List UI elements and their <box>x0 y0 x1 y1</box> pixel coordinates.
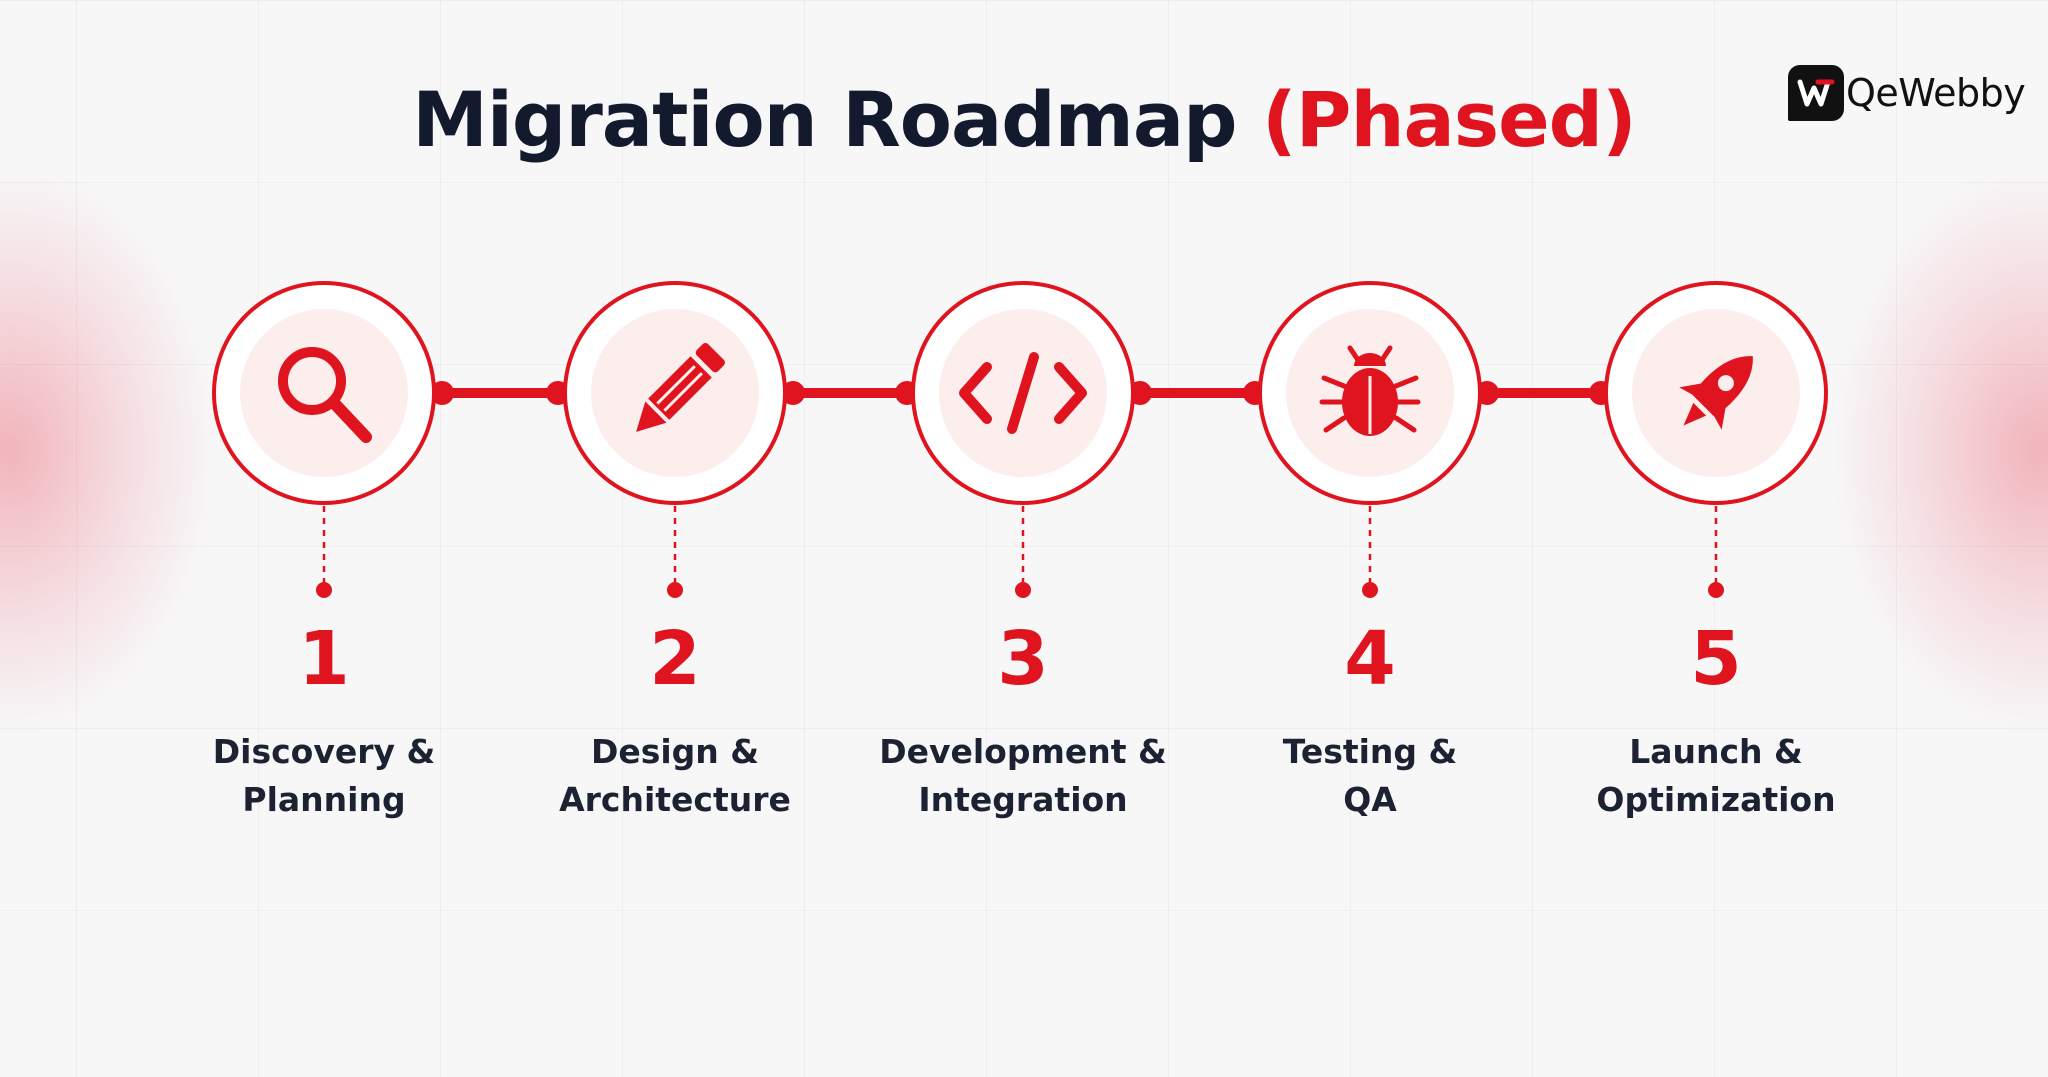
connector-4-5 <box>1475 381 1613 405</box>
step-4-label-line1: Testing & <box>1282 732 1458 771</box>
title-highlight: (Phased) <box>1262 75 1637 164</box>
qewebby-logo-icon <box>1788 65 1844 121</box>
step-1-label-line2: Planning <box>242 780 406 819</box>
connector-3-4 <box>1128 381 1267 405</box>
step-1-label-line1: Discovery & <box>212 732 436 771</box>
search-icon <box>278 347 372 443</box>
step-4-node <box>1258 281 1482 598</box>
step-5-number: 5 <box>1690 616 1742 702</box>
step-3-label-line1: Development & <box>879 732 1167 771</box>
step-3-node <box>911 281 1135 598</box>
step-4-label-line2: QA <box>1343 780 1397 819</box>
page-title: Migration Roadmap (Phased) <box>0 82 2048 158</box>
step-3-dot <box>1015 582 1031 598</box>
step-5-label: Launch & Optimization <box>1566 728 1866 824</box>
step-1-node <box>212 281 436 598</box>
step-2-label-line1: Design & <box>590 732 760 771</box>
bug-icon <box>1319 345 1421 436</box>
pencil-icon <box>636 343 725 432</box>
step-4-label: Testing & QA <box>1220 728 1520 824</box>
connector-2-3 <box>781 381 919 405</box>
rocket-icon <box>1679 356 1753 430</box>
step-2-label: Design & Architecture <box>525 728 825 824</box>
title-main: Migration Roadmap <box>412 75 1237 164</box>
step-4-number: 4 <box>1344 616 1396 702</box>
step-1-dot <box>316 582 332 598</box>
step-2-label-line2: Architecture <box>559 780 791 819</box>
step-2-node <box>563 281 787 598</box>
step-3-label: Development & Integration <box>873 728 1173 824</box>
step-1-label: Discovery & Planning <box>174 728 474 824</box>
step-5-node <box>1604 281 1828 598</box>
step-5-dot <box>1708 582 1724 598</box>
step-5-label-line2: Optimization <box>1596 780 1836 819</box>
step-2-number: 2 <box>649 616 701 702</box>
step-2-dot <box>667 582 683 598</box>
step-1-number: 1 <box>298 616 350 702</box>
brand-logo: QeWebby <box>1788 62 2026 124</box>
step-3-label-line2: Integration <box>918 780 1128 819</box>
code-icon <box>959 352 1087 434</box>
step-3-number: 3 <box>997 616 1049 702</box>
brand-name: QeWebby <box>1846 71 2026 115</box>
step-5-label-line1: Launch & <box>1629 732 1803 771</box>
connector-1-2 <box>430 381 570 405</box>
step-4-dot <box>1362 582 1378 598</box>
